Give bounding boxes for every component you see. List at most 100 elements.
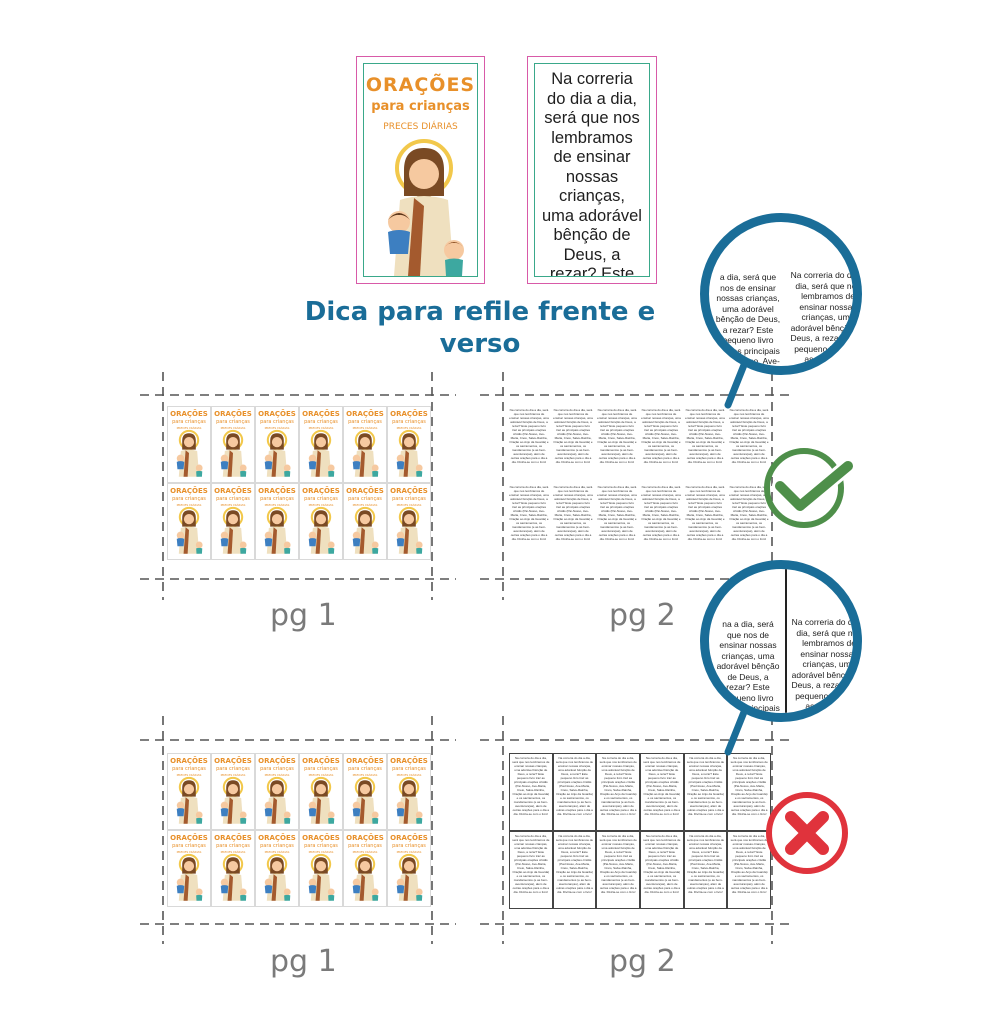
mini-cover-tagline: PRECES DIÁRIAS <box>264 426 290 430</box>
mini-cover-title: ORAÇÕES <box>170 410 208 418</box>
mini-cover-title: ORAÇÕES <box>390 487 428 495</box>
page-label-bottom-left: pg 1 <box>270 944 337 979</box>
magnifier-bottom-right-column: Na correria do dia a dia, será que nos l… <box>791 617 862 722</box>
mini-jesus-illustration <box>264 506 291 554</box>
mini-jesus-illustration <box>352 506 379 554</box>
page-2-bottom: Na correria do dia a dia, será que nos l… <box>503 745 773 923</box>
mini-cover-subtitle: para crianças <box>260 496 294 502</box>
mini-cover-subtitle: para crianças <box>392 766 426 772</box>
back-inner-frame: Na correria do dia a dia, será que nos l… <box>534 63 650 277</box>
magnifier-bottom: na a dia, será que nos de ensinar nossas… <box>700 560 862 722</box>
mini-back-card: Na correria do dia a dia, será que nos l… <box>595 483 639 560</box>
mini-cover-tagline: PRECES DIÁRIAS <box>220 850 246 854</box>
mini-back-text: Na correria do dia a dia, será que nos l… <box>555 834 594 894</box>
mini-back-card: Na correria do dia a dia, será que nos l… <box>727 753 771 831</box>
mini-cover-tagline: PRECES DIÁRIAS <box>264 850 290 854</box>
jesus-with-children-illustration <box>388 139 464 276</box>
mini-back-card: Na correria do dia a dia, será que nos l… <box>639 483 683 560</box>
mini-cover-tagline: PRECES DIÁRIAS <box>176 850 202 854</box>
mini-cover-subtitle: para crianças <box>392 419 426 425</box>
mini-back-text: Na correria do dia a dia, será que nos l… <box>512 756 550 816</box>
mini-back-text: Na correria do dia a dia, será que nos l… <box>729 408 769 464</box>
mini-cover-tagline: PRECES DIÁRIAS <box>352 773 378 777</box>
mini-cover-subtitle: para crianças <box>260 419 294 425</box>
mini-cover-title: ORAÇÕES <box>346 410 384 418</box>
mini-cover-title: ORAÇÕES <box>214 410 252 418</box>
mini-back-card: Na correria do dia a dia, será que nos l… <box>596 753 640 831</box>
mini-cover-title: ORAÇÕES <box>258 487 296 495</box>
mini-jesus-illustration <box>396 853 423 901</box>
magnifier-bottom-left-column: na a dia, será que nos de ensinar nossas… <box>716 619 780 722</box>
mini-cover-subtitle: para crianças <box>304 419 338 425</box>
mini-cover-tagline: PRECES DIÁRIAS <box>220 426 246 430</box>
mini-jesus-illustration <box>308 429 335 477</box>
mini-cover-tagline: PRECES DIÁRIAS <box>308 503 334 507</box>
headline: Dica para refile frente e verso <box>304 297 656 359</box>
mini-back-card: Na correria do dia a dia, será que nos l… <box>552 831 597 909</box>
mini-back-card: Na correria do dia a dia, será que nos l… <box>552 753 597 831</box>
mini-back-card: Na correria do dia a dia, será que nos l… <box>507 483 551 560</box>
mini-back-card: Na correria do dia a dia, será que nos l… <box>551 406 595 483</box>
mini-jesus-illustration <box>220 776 247 824</box>
mini-back-card: Na correria do dia a dia, será que nos l… <box>596 831 640 909</box>
mini-cover-title: ORAÇÕES <box>258 834 296 842</box>
mini-back-card: Na correria do dia a dia, será que nos l… <box>683 831 728 909</box>
mini-back-text: Na correria do dia a dia, será que nos l… <box>730 834 768 894</box>
mini-cover-tagline: PRECES DIÁRIAS <box>176 773 202 777</box>
mini-jesus-illustration <box>352 776 379 824</box>
mini-back-text: Na correria do dia a dia, será que nos l… <box>599 756 637 816</box>
mini-cover-tagline: PRECES DIÁRIAS <box>308 426 334 430</box>
mini-cover-subtitle: para crianças <box>304 766 338 772</box>
magnifier-top-right-column: Na correria do dia a dia, será que nos l… <box>789 270 862 375</box>
mini-back-card: Na correria do dia a dia, será que nos l… <box>727 831 771 909</box>
mini-cover-tagline: PRECES DIÁRIAS <box>220 773 246 777</box>
mini-cover-title: ORAÇÕES <box>390 834 428 842</box>
mini-back-text: Na correria do dia a dia, será que nos l… <box>555 756 594 816</box>
mini-cover-subtitle: para crianças <box>348 843 382 849</box>
mini-cover-tagline: PRECES DIÁRIAS <box>352 850 378 854</box>
mini-cover-subtitle: para crianças <box>216 843 250 849</box>
mini-cover-subtitle: para crianças <box>172 496 206 502</box>
mini-cover-subtitle: para crianças <box>216 496 250 502</box>
magnifier-top-left-column: a dia, será que nos de ensinar nossas cr… <box>715 272 781 375</box>
mini-cover-subtitle: para crianças <box>304 496 338 502</box>
mini-back-text: Na correria do dia a dia, será que nos l… <box>686 756 725 816</box>
mini-cover-tagline: PRECES DIÁRIAS <box>308 850 334 854</box>
mini-back-text: Na correria do dia a dia, será que nos l… <box>509 485 549 541</box>
cover-title: ORAÇÕES <box>365 74 476 96</box>
mini-cover-tagline: PRECES DIÁRIAS <box>396 773 422 777</box>
mini-cover-subtitle: para crianças <box>216 766 250 772</box>
mini-cover-title: ORAÇÕES <box>302 757 340 765</box>
mini-cover-title: ORAÇÕES <box>302 487 340 495</box>
mini-back-text: Na correria do dia a dia, será que nos l… <box>599 834 637 894</box>
mini-jesus-illustration <box>352 429 379 477</box>
mini-cover-title: ORAÇÕES <box>170 487 208 495</box>
mini-jesus-illustration <box>308 506 335 554</box>
sample-cover-card: ORAÇÕES para crianças PRECES DIÁRIAS <box>356 56 485 284</box>
mini-cover-subtitle: para crianças <box>216 419 250 425</box>
page-label-top-right: pg 2 <box>609 598 676 633</box>
magnifier-top: a dia, será que nos de ensinar nossas cr… <box>700 213 862 375</box>
mini-jesus-illustration <box>176 853 203 901</box>
mini-cover-title: ORAÇÕES <box>390 757 428 765</box>
x-circle-icon <box>766 792 848 874</box>
mini-back-card: Na correria do dia a dia, será que nos l… <box>551 483 595 560</box>
mini-cover-title: ORAÇÕES <box>346 834 384 842</box>
mini-cover-title: ORAÇÕES <box>214 487 252 495</box>
mini-cover-tagline: PRECES DIÁRIAS <box>308 773 334 777</box>
